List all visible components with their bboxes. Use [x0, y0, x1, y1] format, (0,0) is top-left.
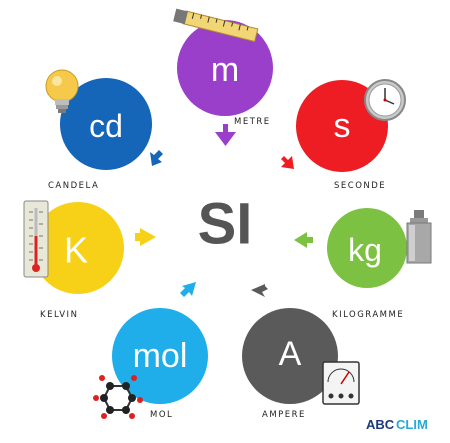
kelvin-circle: [32, 202, 124, 294]
unit-candela: cd CANDELA: [45, 69, 163, 191]
ampere-arrow: [251, 284, 268, 297]
metre-circle: [177, 20, 273, 116]
brand-part2: CLIM: [396, 417, 428, 432]
metre-arrow: [215, 124, 236, 146]
ampere-circle: [242, 308, 338, 404]
seconde-arrow: [281, 156, 294, 169]
molecule-icon: [93, 375, 143, 419]
abcclim-logo: ABC CLIM: [366, 417, 428, 432]
kelvin-arrow: [135, 228, 156, 246]
unit-seconde: s SECONDE: [281, 79, 406, 191]
candela-label: CANDELA: [48, 181, 99, 191]
clock-icon: [364, 79, 406, 121]
mol-arrow: [180, 282, 196, 297]
metre-label: METRE: [234, 117, 271, 127]
unit-mol: mol MOL: [93, 282, 208, 420]
si-center-text: SI: [198, 192, 253, 257]
weight-icon: [406, 210, 432, 264]
mol-label: MOL: [150, 410, 173, 420]
kelvin-symbol: K: [64, 230, 88, 271]
seconde-label: SECONDE: [334, 181, 386, 191]
candela-symbol: cd: [89, 108, 123, 144]
brand-part1: ABC: [366, 417, 395, 432]
unit-metre: m METRE: [173, 8, 273, 146]
kilogramme-label: KILOGRAMME: [332, 310, 404, 320]
metre-symbol: m: [211, 51, 239, 89]
lightbulb-icon: [45, 69, 79, 113]
unit-kilogramme: kg KILOGRAMME: [294, 208, 432, 320]
thermometer-icon: [23, 200, 49, 278]
ammeter-icon: [322, 361, 360, 405]
candela-arrow: [150, 150, 163, 166]
ampere-label: AMPERE: [262, 410, 306, 420]
kilogramme-arrow: [294, 232, 313, 248]
ruler-icon: [173, 8, 259, 43]
unit-kelvin: K KELVIN: [23, 200, 156, 320]
kelvin-label: KELVIN: [40, 310, 78, 320]
mol-symbol: mol: [133, 337, 188, 375]
kilogramme-symbol: kg: [348, 232, 382, 268]
ampere-symbol: A: [279, 335, 302, 373]
candela-circle: [60, 78, 152, 170]
unit-ampere: A AMPERE: [242, 284, 360, 420]
kilogramme-circle: [327, 208, 407, 288]
seconde-symbol: s: [334, 107, 351, 145]
